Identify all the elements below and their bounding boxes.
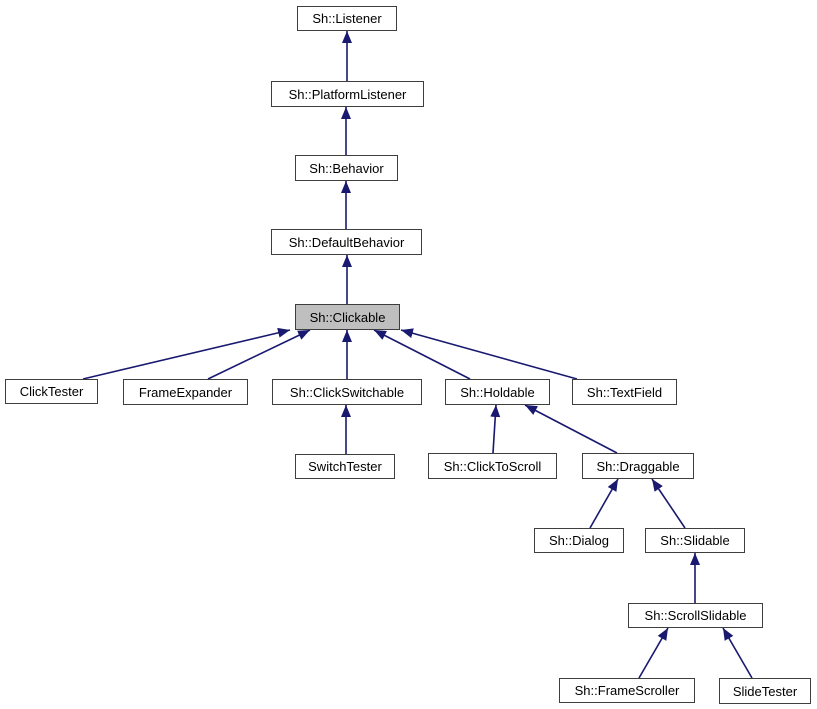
edge-clicktoscroll-to-holdable [490,404,501,454]
node-sh-click-to-scroll[interactable]: Sh::ClickToScroll [428,453,557,479]
edge-dialog-to-draggable [589,478,619,529]
node-sh-click-switchable[interactable]: Sh::ClickSwitchable [272,379,422,405]
node-sh-default-behavior[interactable]: Sh::DefaultBehavior [271,229,422,255]
node-sh-slidable[interactable]: Sh::Slidable [645,528,745,553]
edge-slidable-to-draggable [651,478,686,529]
node-sh-listener[interactable]: Sh::Listener [297,6,397,31]
node-sh-dialog[interactable]: Sh::Dialog [534,528,624,553]
edge-frameexpander-to-clickable [207,329,311,380]
node-sh-text-field[interactable]: Sh::TextField [572,379,677,405]
edge-draggable-to-holdable [524,404,618,454]
edge-textfield-to-clickable [400,328,578,380]
node-sh-behavior[interactable]: Sh::Behavior [295,155,398,181]
node-click-tester[interactable]: ClickTester [5,379,98,404]
edge-framescroller-to-scrollslidable [638,627,669,679]
edge-clicktester-to-clickable [82,327,291,380]
node-frame-expander[interactable]: FrameExpander [123,379,248,405]
node-slide-tester[interactable]: SlideTester [719,678,811,704]
edge-slidetester-to-scrollslidable [722,627,753,679]
node-switch-tester[interactable]: SwitchTester [295,454,395,479]
node-sh-frame-scroller[interactable]: Sh::FrameScroller [559,678,695,703]
node-sh-scroll-slidable[interactable]: Sh::ScrollSlidable [628,603,763,628]
edge-holdable-to-clickable [373,329,471,380]
node-sh-platform-listener[interactable]: Sh::PlatformListener [271,81,424,107]
node-sh-holdable[interactable]: Sh::Holdable [445,379,550,405]
node-sh-draggable[interactable]: Sh::Draggable [582,453,694,479]
node-sh-clickable[interactable]: Sh::Clickable [295,304,400,330]
